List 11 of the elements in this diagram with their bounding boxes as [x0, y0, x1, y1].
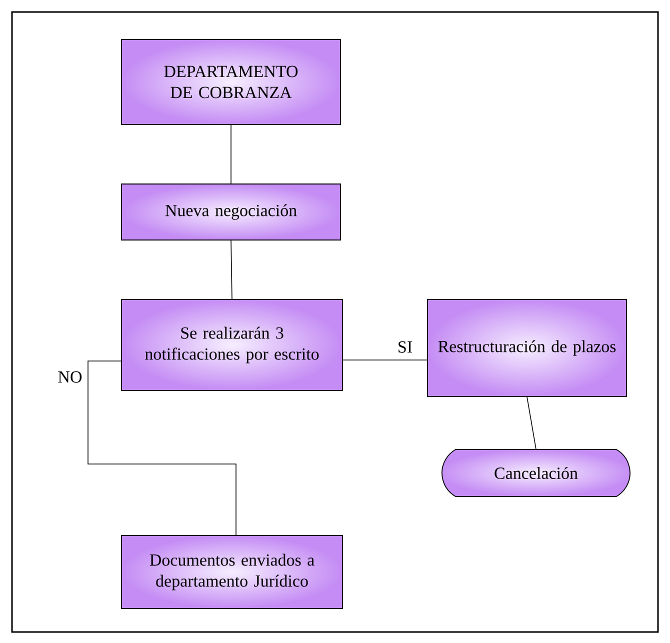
edge-label: SI	[396, 340, 414, 354]
connector-line	[230, 124, 232, 184]
process-box: Restructuración de plazos	[427, 299, 627, 397]
connector-line	[88, 360, 236, 536]
process-box: Se realizarán 3 notificaciones por escrito	[121, 299, 343, 391]
connector-line	[526, 396, 536, 450]
process-box: Documentos enviados a departamento Jurídico	[121, 535, 343, 609]
process-box: DEPARTAMENTO DE COBRANZA	[121, 39, 341, 125]
edge-label: NO	[56, 370, 84, 384]
connector-line	[230, 240, 232, 300]
process-box: Nueva negociación	[121, 184, 341, 240]
